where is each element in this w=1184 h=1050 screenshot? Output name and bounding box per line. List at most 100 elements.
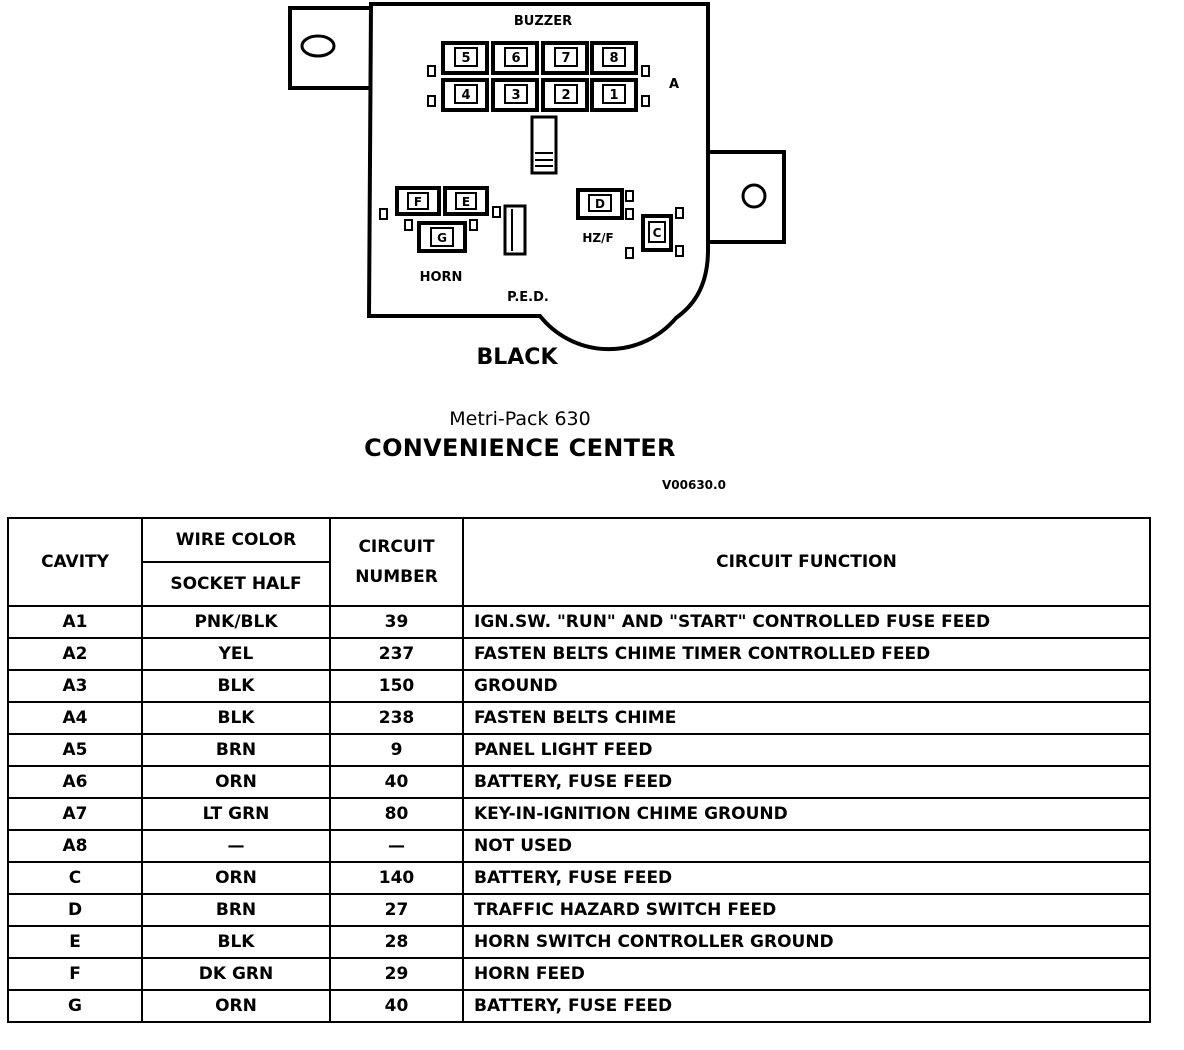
cavity-label-g: G [437, 231, 447, 245]
cell-cavity: A5 [7, 733, 143, 767]
cell-wire-color: BLK [141, 669, 331, 703]
horn-label: HORN [420, 270, 463, 285]
cell-cavity: A6 [7, 765, 143, 799]
cell-wire-color: LT GRN [141, 797, 331, 831]
cavity-label-6: 6 [511, 51, 520, 66]
center-slot [530, 115, 558, 175]
cell-wire-color: DK GRN [141, 957, 331, 991]
connector-diagram: 5 6 7 8 4 3 2 1 F E G D [288, 2, 786, 370]
reference-code: V00630.0 [662, 478, 726, 492]
cell-wire-color: BRN [141, 893, 331, 927]
cavity-label-3: 3 [511, 88, 520, 103]
page-title: CONVENIENCE CENTER [364, 434, 676, 462]
cavity-label-2: 2 [561, 88, 570, 103]
cell-circuit-function: GROUND [462, 669, 1151, 703]
hzf-label: HZ/F [582, 231, 613, 245]
cavity-label-f: F [414, 195, 422, 209]
cell-cavity: G [7, 989, 143, 1023]
cell-cavity: A1 [7, 605, 143, 639]
cavity-label-8: 8 [609, 51, 618, 66]
cavity-label-1: 1 [609, 88, 618, 103]
cell-wire-color: BRN [141, 733, 331, 767]
cavity-label-7: 7 [561, 51, 570, 66]
cell-circuit-function: KEY-IN-IGNITION CHIME GROUND [462, 797, 1151, 831]
cell-circuit-function: HORN SWITCH CONTROLLER GROUND [462, 925, 1151, 959]
cell-circuit-function: NOT USED [462, 829, 1151, 863]
cell-circuit-function: FASTEN BELTS CHIME TIMER CONTROLLED FEED [462, 637, 1151, 671]
cell-circuit-number: 237 [329, 637, 464, 671]
left-mounting-tab [288, 6, 371, 90]
ped-label: P.E.D. [507, 290, 549, 305]
cell-circuit-function: FASTEN BELTS CHIME [462, 701, 1151, 735]
connector-housing [366, 2, 710, 352]
connector-color-label: BLACK [476, 345, 558, 370]
cavity-label-e: E [462, 195, 470, 209]
cell-circuit-function: BATTERY, FUSE FEED [462, 861, 1151, 895]
buzzer-label: BUZZER [514, 14, 572, 29]
cavity-label-4: 4 [461, 88, 470, 103]
right-mount-hole [741, 183, 767, 209]
cell-cavity: A3 [7, 669, 143, 703]
cell-circuit-function: BATTERY, FUSE FEED [462, 765, 1151, 799]
cell-cavity: A8 [7, 829, 143, 863]
cell-circuit-number: 27 [329, 893, 464, 927]
a-label: A [669, 77, 679, 92]
ped-slot [503, 204, 527, 256]
cell-circuit-number: 140 [329, 861, 464, 895]
cell-cavity: A4 [7, 701, 143, 735]
cavity-label-d: D [595, 197, 605, 211]
cavity-label-c: C [653, 226, 662, 240]
cell-cavity: C [7, 861, 143, 895]
header-wire-color: WIRE COLOR [141, 517, 331, 563]
cell-cavity: F [7, 957, 143, 991]
pinout-table: CAVITY WIRE COLOR CIRCUIT NUMBER CIRCUIT… [7, 517, 1151, 1023]
cell-circuit-number: 40 [329, 765, 464, 799]
connector-type: Metri-Pack 630 [449, 408, 591, 430]
table-row: A8——NOT USED [7, 829, 1151, 863]
cell-circuit-number: 40 [329, 989, 464, 1023]
cell-wire-color: ORN [141, 989, 331, 1023]
cell-circuit-function: TRAFFIC HAZARD SWITCH FEED [462, 893, 1151, 927]
cell-wire-color: PNK/BLK [141, 605, 331, 639]
cell-circuit-function: BATTERY, FUSE FEED [462, 989, 1151, 1023]
cell-circuit-number: 238 [329, 701, 464, 735]
cell-circuit-function: HORN FEED [462, 957, 1151, 991]
right-mounting-tab [709, 150, 786, 244]
header-circuit-function: CIRCUIT FUNCTION [462, 517, 1151, 607]
cell-circuit-number: — [329, 829, 464, 863]
cell-cavity: A7 [7, 797, 143, 831]
cell-wire-color: ORN [141, 861, 331, 895]
cell-circuit-number: 80 [329, 797, 464, 831]
cell-circuit-number: 39 [329, 605, 464, 639]
cell-circuit-number: 9 [329, 733, 464, 767]
header-socket-half: SOCKET HALF [141, 561, 331, 607]
cell-wire-color: BLK [141, 701, 331, 735]
cell-wire-color: BLK [141, 925, 331, 959]
cell-circuit-function: PANEL LIGHT FEED [462, 733, 1151, 767]
header-circuit-number: CIRCUIT NUMBER [329, 517, 464, 607]
cell-wire-color: ORN [141, 765, 331, 799]
header-cavity: CAVITY [7, 517, 143, 607]
cell-circuit-function: IGN.SW. "RUN" AND "START" CONTROLLED FUS… [462, 605, 1151, 639]
cell-wire-color: YEL [141, 637, 331, 671]
cell-cavity: E [7, 925, 143, 959]
left-mount-hole [300, 34, 336, 58]
cell-circuit-number: 29 [329, 957, 464, 991]
cell-wire-color: — [141, 829, 331, 863]
cell-circuit-number: 28 [329, 925, 464, 959]
cell-cavity: A2 [7, 637, 143, 671]
cell-cavity: D [7, 893, 143, 927]
